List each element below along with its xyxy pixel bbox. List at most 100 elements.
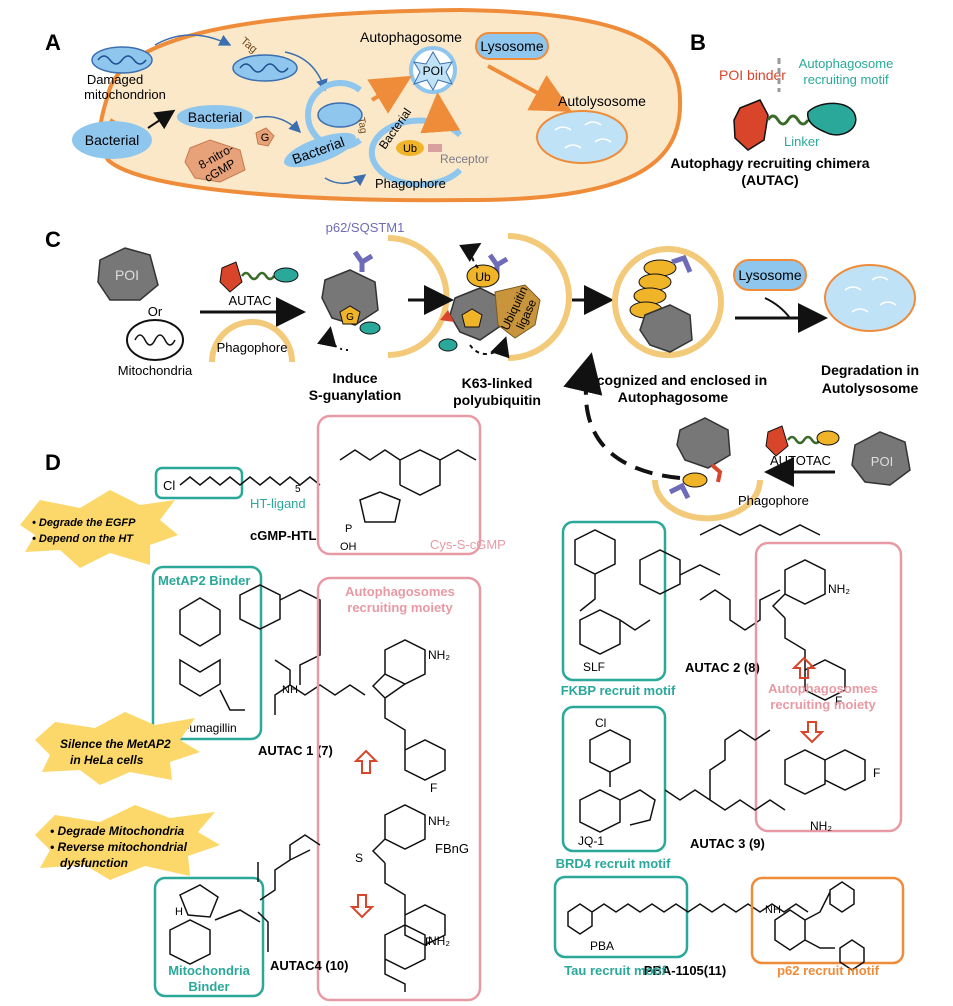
label-recruit-moiety-r2: recruiting moiety <box>770 697 876 712</box>
label-metap2: MetAP2 Binder <box>158 573 250 588</box>
poi-shape-c <box>97 247 159 301</box>
label-recruit-moiety-r1: Autophagosomes <box>768 681 878 696</box>
poi-binder-shape <box>733 99 769 151</box>
panel-letter-b: B <box>690 30 706 55</box>
label-nh2-r1: NH₂ <box>828 582 850 596</box>
label-nh2-r2: NH₂ <box>810 819 832 833</box>
label-nh-autac1: NH <box>282 684 298 696</box>
label-slf: SLF <box>583 660 605 674</box>
nitro-cgmp-blob <box>184 139 246 183</box>
label-cl-jq1: Cl <box>595 716 606 730</box>
label-f-2: F <box>425 935 432 949</box>
label-autac3: AUTAC 3 (9) <box>690 836 765 851</box>
label-step4a: Degradation in <box>821 362 919 378</box>
label-fumagillin: Fumagillin <box>182 721 237 735</box>
label-or: Or <box>148 304 163 319</box>
label-s-fbng: S <box>355 851 363 865</box>
label-nh2-2: NH₂ <box>428 814 450 828</box>
label-lysosome-a: Lysosome <box>480 38 544 54</box>
label-burst3a: • Degrade Mitochondria <box>50 824 185 838</box>
label-burst2a: Silence the MetAP2 <box>60 737 171 751</box>
brd4-box <box>561 705 667 853</box>
panel-b: B POI binder Autophagosome recruiting mo… <box>670 30 893 188</box>
ubiquitin-ligase-shape <box>494 284 541 339</box>
label-step3b: Autophagosome <box>618 389 729 405</box>
mito-binder-box <box>153 876 265 998</box>
label-pba: PBA <box>590 939 614 953</box>
label-autotac: AUTOTAC <box>770 453 831 468</box>
label-recruit-moiety2: recruiting moiety <box>347 600 453 615</box>
label-lysosome-c: Lysosome <box>738 267 802 283</box>
label-autac-title1: Autophagy recruiting chimera <box>670 155 869 171</box>
label-g-a: G <box>261 132 270 144</box>
label-autac1: AUTAC 1 (7) <box>258 743 333 758</box>
label-mito-binder1: Mitochondria <box>168 963 250 978</box>
label-n5: 5 <box>295 484 301 495</box>
label-mitochondria: Mitochondria <box>118 363 193 378</box>
label-p: P <box>345 523 352 535</box>
metap2-binder-box <box>151 565 263 741</box>
p62-shape <box>352 250 374 272</box>
label-recruit2: recruiting motif <box>803 72 889 87</box>
label-ht-ligand: HT-ligand <box>250 496 306 511</box>
label-burst3b: • Reverse mitochondrial <box>50 840 188 854</box>
label-autac4: AUTAC4 (10) <box>270 958 349 973</box>
label-burst1a: • Degrade the EGFP <box>32 517 136 529</box>
g-pentagon <box>255 127 275 147</box>
label-autac-title2: (AUTAC) <box>741 172 798 188</box>
label-step2b: polyubiquitin <box>453 392 541 408</box>
label-nh2-1: NH₂ <box>428 648 450 662</box>
label-step3a: Recognized and enclosed in <box>579 372 767 388</box>
burst-3 <box>35 805 220 880</box>
label-burst3c: dysfunction <box>60 856 128 870</box>
label-oh: OH <box>340 541 357 553</box>
label-hn: H <box>175 906 183 918</box>
label-recruit1: Autophagosome <box>799 56 894 71</box>
label-ub-a: Ub <box>403 143 417 155</box>
label-fbng: FBnG <box>435 841 469 856</box>
bacterial-mid <box>284 132 356 168</box>
label-autac-c: AUTAC <box>228 293 271 308</box>
label-receptor: Receptor <box>440 152 489 166</box>
panel-a: A Damaged mitochondrion Tag Tag Bacteria… <box>45 7 683 203</box>
lysosome-c <box>733 259 807 291</box>
label-bacterial-out: Bacterial <box>85 132 139 148</box>
panel-d: D Cl 5 HT-ligand cGMP-HTL P OH Cys-S-cGM… <box>20 414 905 1002</box>
label-fkbp: FKBP recruit motif <box>561 683 676 698</box>
bacterial-inside <box>177 105 253 129</box>
label-damaged: Damaged <box>87 72 143 87</box>
burst-1 <box>20 490 178 568</box>
poi-shape-autotac <box>851 431 911 486</box>
ub-blob-a <box>396 140 424 156</box>
panel-c: C POI Or Mitochondria AUTAC Phagophore p… <box>45 220 919 522</box>
label-autac2: AUTAC 2 (8) <box>685 660 760 675</box>
tau-box <box>553 875 689 959</box>
label-pba1105: PBA-1105(11) <box>644 963 726 978</box>
label-poi-c: POI <box>115 267 139 283</box>
bacterial-outside <box>72 121 152 159</box>
recruiting-moiety-box-left <box>316 576 482 1002</box>
label-poi2: POI <box>871 454 893 469</box>
label-nh2-3: NH₂ <box>428 934 450 948</box>
label-nh-pba: NH <box>765 904 781 916</box>
panel-letter-c: C <box>45 227 61 252</box>
label-phagophore-a: Phagophore <box>375 176 446 191</box>
linker-shape <box>766 114 810 126</box>
label-p62-motif: p62 recruit motif <box>777 963 880 978</box>
label-mitochondrion: mitochondrion <box>84 87 166 102</box>
label-autolysosome-a: Autolysosome <box>558 93 646 109</box>
label-f-1: F <box>430 781 437 795</box>
phagophore-c <box>209 319 295 363</box>
fkbp-box <box>561 520 667 682</box>
tagged-mitochondrion <box>232 54 298 82</box>
autolysosome-a <box>536 110 628 164</box>
lysosome-a <box>475 32 549 60</box>
cys-s-cgmp-box <box>316 414 482 556</box>
autolysosome-c <box>824 264 916 332</box>
label-brd4: BRD4 recruit motif <box>556 856 672 871</box>
label-bacterial-in: Bacterial <box>188 109 242 125</box>
label-f-r2: F <box>873 766 880 780</box>
label-mito-binder2: Binder <box>188 979 229 994</box>
label-cgmp-htl: cGMP-HTL <box>250 528 317 543</box>
